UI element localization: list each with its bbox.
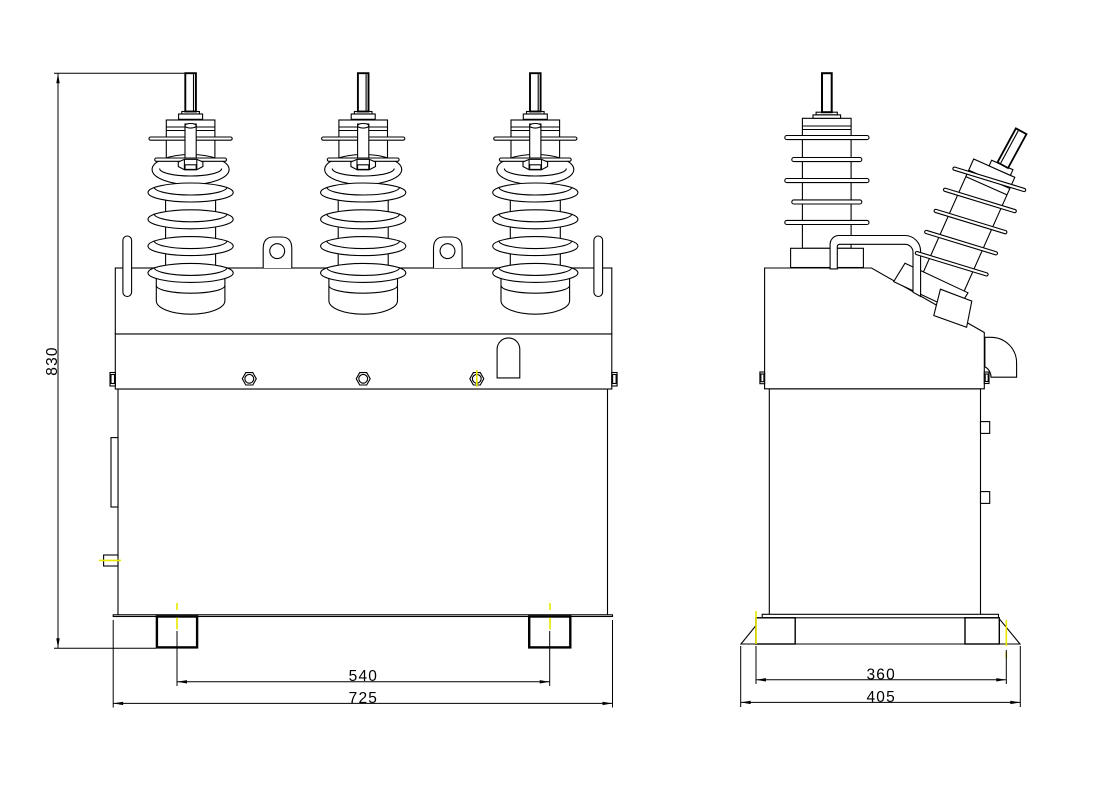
svg-text:830: 830	[44, 346, 61, 375]
svg-text:360: 360	[866, 666, 895, 683]
svg-text:405: 405	[866, 689, 895, 706]
svg-text:725: 725	[349, 690, 378, 707]
svg-text:540: 540	[349, 668, 378, 685]
